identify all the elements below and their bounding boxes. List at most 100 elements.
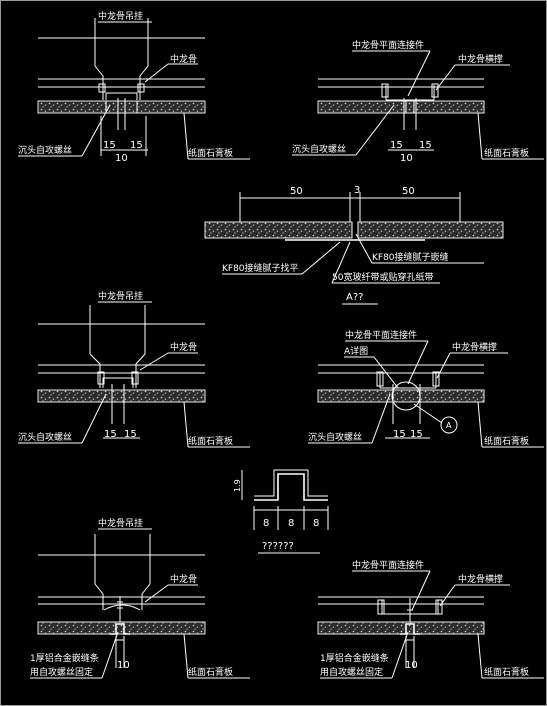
dim-1-9: 1.9 — [233, 479, 242, 492]
profile-caption: ?????? — [262, 541, 294, 552]
leader — [183, 112, 189, 160]
detail-callout-circle — [391, 381, 421, 411]
label-gypsum: 纸面石膏板 — [188, 435, 233, 447]
leader — [477, 401, 483, 448]
self-tapping-screw — [117, 596, 123, 622]
label-screw: 沉头自攻螺丝 — [18, 144, 72, 156]
label-main-keel: 中龙骨 — [170, 341, 197, 353]
dim-8-c: 8 — [313, 518, 319, 529]
screw-lines — [117, 98, 126, 130]
leader — [355, 104, 395, 156]
leader — [435, 64, 456, 91]
dim-15-b: 15 — [419, 140, 432, 151]
label-screw: 沉头自攻螺丝 — [308, 431, 362, 443]
profile-outline — [254, 473, 328, 501]
label-keel-brace: 中龙骨横撑 — [452, 341, 497, 353]
leader — [144, 63, 169, 83]
leader — [183, 401, 189, 448]
dim-3: 3 — [354, 185, 360, 196]
leader — [371, 393, 391, 444]
label-main-keel: 中龙骨 — [170, 573, 197, 585]
label-plane-connector: 中龙骨平面连接件 — [345, 329, 417, 341]
dim-10: 10 — [117, 660, 130, 671]
main-keel-profile — [105, 92, 138, 100]
label-screw: 沉头自攻螺丝 — [18, 431, 72, 443]
label-a-detail-ref: A详图 — [344, 345, 368, 357]
leader — [101, 631, 119, 679]
brace-right — [432, 371, 440, 387]
dim-8-b: 8 — [288, 518, 294, 529]
dim-15-b: 15 — [124, 429, 137, 440]
leader — [355, 233, 373, 264]
label-keel-brace: 中龙骨横撑 — [458, 573, 503, 585]
label-alu-strip-1: 1厚铝合金嵌缝条 — [30, 652, 99, 664]
dim-10: 10 — [115, 153, 128, 164]
leader — [301, 241, 341, 275]
label-plane-connector: 中龙骨平面连接件 — [352, 559, 424, 571]
detail-1-hanger-section: 15 15 10 中龙骨吊挂 中龙骨 沉头自攻螺丝 纸面石膏板 — [18, 10, 250, 164]
dim-10: 10 — [405, 660, 418, 671]
detail-a-marker — [440, 416, 458, 434]
main-keel-profile — [102, 377, 134, 388]
dim-15-a: 15 — [104, 429, 117, 440]
dim-15-b: 15 — [130, 140, 143, 151]
detail-3-joint-tape-section: 50 3 50 KF80接缝腻子找平 KF80接缝腻子嵌缝 50宽玻纤带或贴穿孔… — [204, 185, 504, 305]
label-gypsum: 纸面石膏板 — [188, 147, 233, 159]
joint-gap — [351, 222, 359, 238]
label-gypsum: 纸面石膏板 — [484, 435, 529, 447]
gypsum-board — [37, 100, 206, 114]
leader — [183, 633, 189, 679]
aluminum-strip — [110, 623, 130, 635]
dim-15-a: 15 — [103, 140, 116, 151]
dim-10: 10 — [400, 153, 413, 164]
leader — [139, 352, 169, 371]
gypsum-board — [37, 621, 206, 635]
leader — [477, 633, 483, 679]
leader — [331, 241, 351, 284]
leader — [81, 104, 111, 157]
detail-a-title: A?? — [346, 292, 363, 303]
label-hanger: 中龙骨吊挂 — [98, 290, 143, 302]
leader — [407, 340, 429, 385]
dim-50-right: 50 — [402, 186, 415, 197]
gypsum-board — [317, 100, 485, 114]
label-hanger: 中龙骨吊挂 — [98, 10, 143, 22]
leader — [81, 393, 107, 444]
brace-right — [435, 599, 443, 615]
label-gypsum: 纸面石膏板 — [484, 147, 529, 159]
leader — [391, 631, 409, 679]
hanger-body — [94, 534, 151, 610]
detail-7-aluminum-strip-connector: 10 中龙骨平面连接件 中龙骨横撑 1厚铝合金嵌缝条 用自攻螺丝固定 纸面石膏板 — [317, 559, 544, 679]
dim-15-b: 15 — [410, 429, 423, 440]
dim-15-a: 15 — [390, 140, 403, 151]
label-keel-brace: 中龙骨横撑 — [458, 53, 503, 65]
gypsum-board-right — [357, 221, 504, 239]
label-kf80-joint: KF80接缝腻子嵌缝 — [372, 251, 449, 263]
leader — [477, 112, 483, 160]
label-alu-strip-2: 用自攻螺丝固定 — [30, 666, 93, 678]
screw-lines — [111, 384, 125, 424]
hanger-body — [94, 18, 149, 100]
bracket-right — [131, 371, 139, 385]
gypsum-board — [317, 389, 485, 403]
label-plane-connector: 中龙骨平面连接件 — [352, 39, 424, 51]
label-hanger: 中龙骨吊挂 — [98, 517, 143, 529]
gypsum-board — [37, 389, 206, 403]
detail-6-aluminum-strip-section: 10 中龙骨吊挂 中龙骨 1厚铝合金嵌缝条 用自攻螺丝固定 纸面石膏板 — [30, 517, 250, 679]
label-gypsum: 纸面石膏板 — [188, 666, 233, 678]
leader — [407, 50, 431, 97]
hanger-body — [89, 305, 146, 388]
label-kf80-fill: KF80接缝腻子找平 — [222, 262, 299, 274]
detail-4-hanger-section: 15 15 中龙骨吊挂 中龙骨 沉头自攻螺丝 纸面石膏板 — [18, 290, 250, 448]
detail-5-connector-section: A 15 15 中龙骨平面连接件 A详图 中龙骨横撑 沉头自攻螺丝 纸面石膏板 — [308, 329, 544, 448]
label-paper-tape: 50宽玻纤带或贴穿孔纸带 — [332, 271, 433, 283]
gypsum-board-left — [204, 221, 353, 239]
brace-left — [381, 83, 389, 98]
main-keel-arc — [103, 604, 141, 611]
label-gypsum: 纸面石膏板 — [484, 666, 529, 678]
label-main-keel: 中龙骨 — [170, 53, 197, 65]
gypsum-board — [317, 621, 485, 635]
dim-8-a: 8 — [263, 518, 269, 529]
detail-2-connector-section: 15 15 10 中龙骨平面连接件 中龙骨横撑 沉头自攻螺丝 纸面石膏板 — [292, 39, 544, 164]
brace-left — [377, 599, 385, 615]
